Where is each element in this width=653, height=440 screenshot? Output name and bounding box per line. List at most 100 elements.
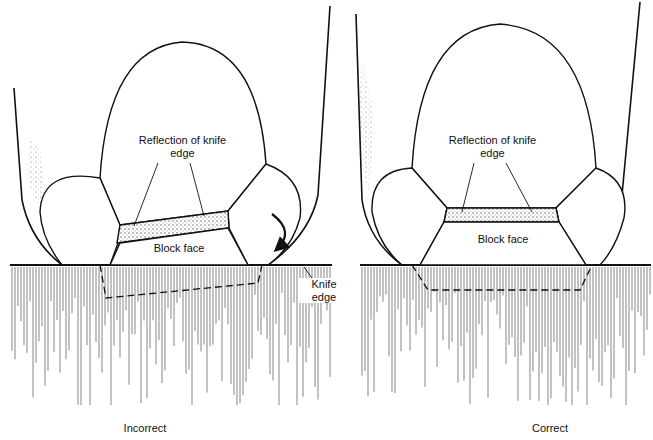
hatch-stroke bbox=[380, 267, 381, 296]
hatch-stroke bbox=[476, 267, 477, 369]
hatch-stroke bbox=[560, 267, 561, 376]
hatch-stroke bbox=[39, 267, 40, 341]
hatch-stroke bbox=[207, 267, 208, 393]
hatch-stroke bbox=[455, 267, 456, 293]
hatch-stroke bbox=[563, 267, 564, 386]
hatch-stroke bbox=[195, 267, 196, 331]
hatch-stroke bbox=[282, 267, 283, 293]
hatch-stroke bbox=[527, 267, 528, 306]
hatch-stroke bbox=[66, 267, 67, 359]
hatch-stroke bbox=[279, 267, 280, 405]
hatch-stroke bbox=[464, 267, 465, 381]
hatch-stroke bbox=[398, 267, 399, 309]
hatch-stroke bbox=[132, 267, 133, 334]
reflection-label: Reflection of knife edge bbox=[135, 134, 230, 159]
hatch-stroke bbox=[258, 267, 259, 331]
hatch-stroke bbox=[638, 267, 639, 312]
hatch-stroke bbox=[75, 267, 76, 298]
hatch-stroke bbox=[204, 267, 205, 345]
hatch-stroke bbox=[551, 267, 552, 398]
hatch-stroke bbox=[389, 267, 390, 356]
hatch-stroke bbox=[446, 267, 447, 305]
hatch-stroke bbox=[479, 267, 480, 324]
reflection-label: Reflection of knife edge bbox=[445, 134, 540, 159]
hatch-stroke bbox=[264, 267, 265, 318]
hatch-stroke bbox=[21, 267, 22, 321]
block-face-shape bbox=[110, 228, 248, 265]
hatch-stroke bbox=[467, 267, 468, 333]
hatch-stroke bbox=[84, 267, 85, 306]
hatch-stroke bbox=[596, 267, 597, 339]
hatch-stroke bbox=[267, 267, 268, 339]
hatch-stroke bbox=[491, 267, 492, 302]
hatch-stroke bbox=[413, 267, 414, 300]
block-face: Block face bbox=[110, 228, 248, 265]
hatch-stroke bbox=[246, 267, 247, 382]
hatch-stroke bbox=[27, 267, 28, 353]
hatch-stroke bbox=[222, 267, 223, 381]
hatch-stroke bbox=[593, 267, 594, 370]
hatch-stroke bbox=[614, 267, 615, 379]
hatch-stroke bbox=[24, 267, 25, 345]
hatch-stroke bbox=[276, 267, 277, 324]
hatch-stroke bbox=[270, 267, 271, 374]
hatch-stroke bbox=[210, 267, 211, 346]
hatch-stroke bbox=[635, 267, 636, 373]
hatch-stroke bbox=[494, 267, 495, 300]
hatch-stroke bbox=[440, 267, 441, 302]
hatch-stroke bbox=[626, 267, 627, 405]
hatch-stroke bbox=[138, 267, 139, 302]
block-face-shape bbox=[420, 222, 586, 265]
hatch-stroke bbox=[422, 267, 423, 328]
hatch-stroke bbox=[578, 267, 579, 392]
hatch-stroke bbox=[533, 267, 534, 371]
hatch-stroke bbox=[18, 267, 19, 306]
hatch-stroke bbox=[249, 267, 250, 369]
hatch-stroke bbox=[497, 267, 498, 314]
hatch-stroke bbox=[629, 267, 630, 371]
hatch-stroke bbox=[87, 267, 88, 345]
panel-caption: Incorrect bbox=[100, 422, 190, 435]
hatch-stroke bbox=[219, 267, 220, 320]
hatch-stroke bbox=[198, 267, 199, 345]
panel-caption: Correct bbox=[510, 422, 590, 435]
hatch-stroke bbox=[566, 267, 567, 402]
hatch-stroke bbox=[557, 267, 558, 352]
hatch-stroke bbox=[12, 267, 13, 351]
hatch-stroke bbox=[123, 267, 124, 332]
hatch-stroke bbox=[452, 267, 453, 342]
hatch-stroke bbox=[117, 267, 118, 320]
hatch-stroke bbox=[401, 267, 402, 351]
hatch-stroke bbox=[177, 267, 178, 303]
hatch-stroke bbox=[488, 267, 489, 398]
hatch-stroke bbox=[515, 267, 516, 357]
hatch-stroke bbox=[102, 267, 103, 373]
hatch-stroke bbox=[15, 267, 16, 359]
hatch-stroke bbox=[240, 267, 241, 403]
block-face-label: Block face bbox=[110, 242, 248, 254]
hatch-stroke bbox=[545, 267, 546, 347]
hatch-stroke bbox=[647, 267, 648, 330]
hatch-stroke bbox=[294, 267, 295, 303]
hatch-stroke bbox=[165, 267, 166, 370]
hatch-stroke bbox=[30, 267, 31, 301]
hatch-stroke bbox=[617, 267, 618, 298]
hatch-stroke bbox=[416, 267, 417, 335]
hatch-stroke bbox=[374, 267, 375, 392]
hatch-stroke bbox=[449, 267, 450, 349]
hatch-stroke bbox=[252, 267, 253, 359]
hatch-stroke bbox=[255, 267, 256, 295]
hatch-stroke bbox=[383, 267, 384, 302]
block-correct bbox=[356, 2, 651, 290]
hatch-stroke bbox=[623, 267, 624, 348]
knife-hatching bbox=[12, 267, 650, 405]
hatch-stroke bbox=[461, 267, 462, 346]
hatch-stroke bbox=[186, 267, 187, 374]
hatch-stroke bbox=[458, 267, 459, 383]
hatch-stroke bbox=[569, 267, 570, 357]
hatch-stroke bbox=[96, 267, 97, 342]
hatch-stroke bbox=[554, 267, 555, 342]
hatch-stroke bbox=[509, 267, 510, 345]
hatch-stroke bbox=[521, 267, 522, 355]
hatch-stroke bbox=[530, 267, 531, 400]
